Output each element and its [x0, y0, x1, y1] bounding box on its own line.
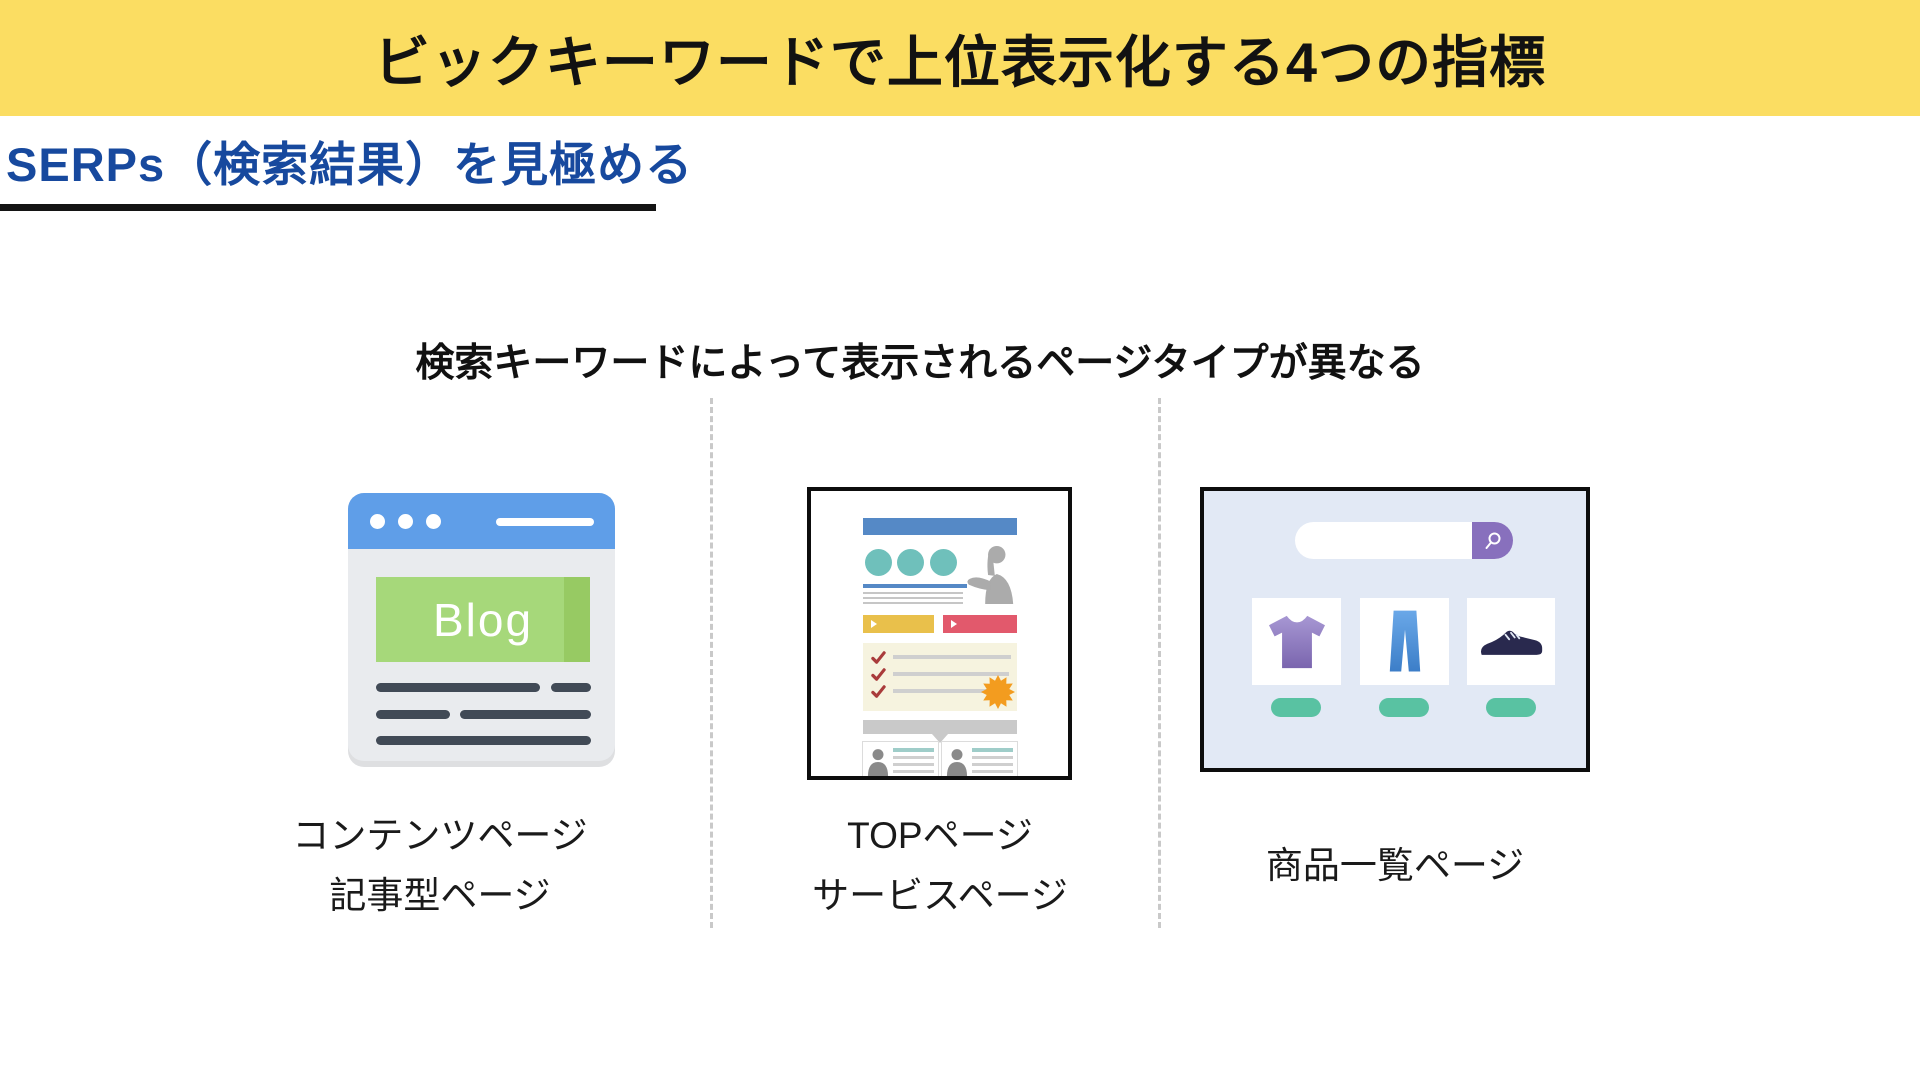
browser-dot-icon — [370, 514, 385, 529]
mock-text-line — [893, 689, 989, 693]
label-line: 記事型ページ — [329, 875, 551, 916]
column-divider-right — [1158, 398, 1161, 928]
card-text-line — [972, 756, 1013, 759]
price-placeholder — [1486, 698, 1536, 717]
blog-browser-illustration: Blog — [348, 493, 615, 761]
column-label-product-list: 商品一覧ページ — [1195, 836, 1595, 896]
column-label-content-page: コンテンツページ 記事型ページ — [240, 806, 640, 926]
mock-section-bar — [863, 720, 1017, 734]
label-line: コンテンツページ — [292, 815, 588, 856]
title-banner: ビックキーワードで上位表示化する4つの指標 — [0, 0, 1920, 116]
product-card — [1467, 598, 1555, 685]
top-page-illustration — [807, 487, 1072, 780]
mock-text-line — [863, 592, 963, 594]
tshirt-icon — [1268, 615, 1325, 668]
mock-circle — [865, 549, 892, 576]
text-line — [460, 710, 591, 719]
blog-banner: Blog — [376, 577, 590, 662]
search-bar — [1295, 522, 1513, 559]
search-button — [1472, 522, 1513, 559]
mock-text-line-blue — [863, 584, 967, 588]
play-triangle-icon — [951, 620, 957, 628]
card-text-line — [893, 770, 934, 773]
card-title-line — [893, 748, 934, 752]
checkmark-icon — [871, 668, 886, 681]
blog-banner-shade — [564, 577, 590, 662]
mock-circle — [897, 549, 924, 576]
text-line — [376, 736, 591, 745]
mock-circle — [930, 549, 957, 576]
text-line — [376, 683, 540, 692]
search-icon — [1485, 532, 1500, 549]
price-placeholder — [1271, 698, 1321, 717]
section-heading: SERPs（検索結果）を見極める — [6, 138, 694, 191]
product-card — [1360, 598, 1449, 685]
column-divider-left — [710, 398, 713, 928]
card-text-line — [972, 763, 1013, 766]
checkmark-icon — [871, 685, 886, 698]
pants-icon — [1389, 610, 1420, 671]
shoe-icon — [1480, 630, 1543, 655]
mock-button-red — [943, 615, 1017, 633]
browser-address-bar — [496, 518, 594, 526]
browser-dot-icon — [398, 514, 413, 529]
checkmark-icon — [871, 651, 886, 664]
card-text-line — [972, 770, 1013, 773]
label-line: サービスページ — [812, 875, 1068, 916]
mock-text-line — [863, 602, 963, 604]
subtitle: 検索キーワードによって表示されるページタイプが異なる — [415, 342, 1425, 385]
card-title-line — [972, 748, 1013, 752]
person-icon — [946, 749, 968, 776]
person-silhouette-icon — [967, 545, 1014, 604]
card-text-line — [893, 763, 934, 766]
mock-checklist-panel — [863, 643, 1017, 711]
mock-text-line — [893, 655, 1011, 659]
browser-titlebar — [348, 493, 615, 549]
blog-text: Blog — [432, 593, 534, 646]
mock-section-bar-notch — [932, 734, 948, 743]
starburst-icon — [981, 675, 1015, 709]
person-icon — [867, 749, 889, 776]
mock-button-yellow — [863, 615, 934, 633]
card-text-line — [893, 756, 934, 759]
mock-header-bar — [863, 518, 1017, 535]
play-triangle-icon — [871, 620, 877, 628]
team-member-card — [941, 741, 1018, 776]
price-placeholder — [1379, 698, 1429, 717]
text-line — [551, 683, 591, 692]
team-member-card — [862, 741, 939, 776]
heading-underline — [0, 204, 656, 211]
slide-title: ビックキーワードで上位表示化する4つの指標 — [373, 30, 1547, 94]
column-label-top-page: TOPページ サービスページ — [740, 806, 1140, 926]
text-line — [376, 710, 450, 719]
mock-text-line — [863, 597, 963, 599]
mock-text-line — [893, 672, 1009, 676]
label-line: 商品一覧ページ — [1265, 845, 1525, 886]
browser-dot-icon — [426, 514, 441, 529]
label-line: TOPページ — [847, 815, 1033, 856]
product-list-illustration — [1200, 487, 1590, 772]
product-card — [1252, 598, 1341, 685]
